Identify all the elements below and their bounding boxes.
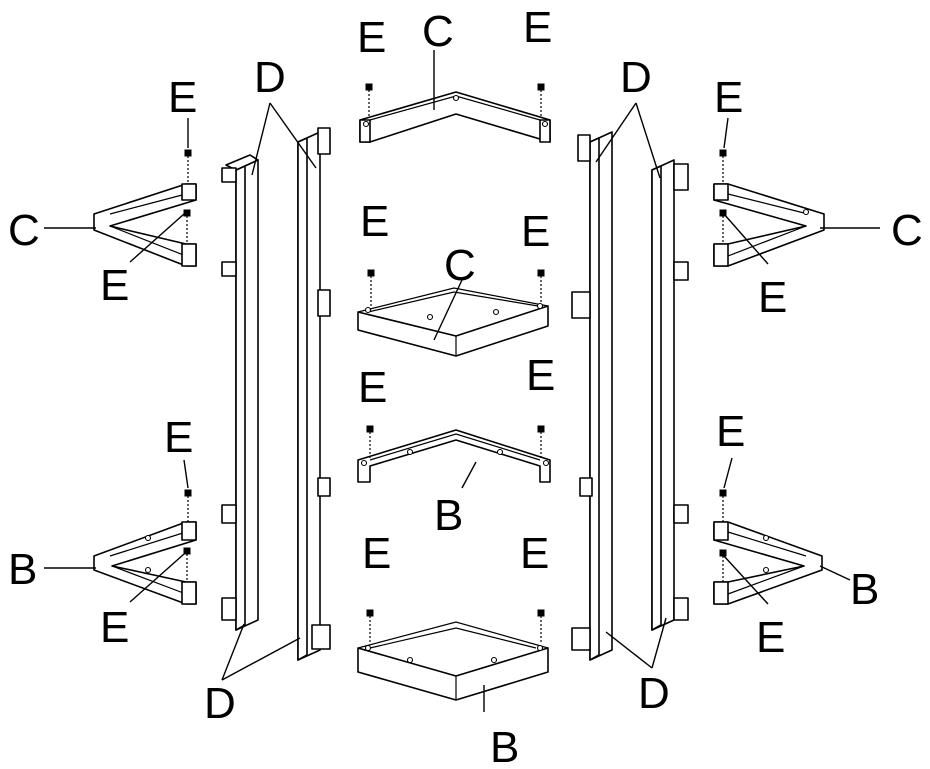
screw-icon [537, 609, 545, 644]
right-bracket-c [713, 183, 825, 267]
label-e: E [357, 13, 386, 62]
screw-icon [184, 489, 192, 522]
screw-icon [183, 547, 191, 582]
center-rail-b-bottom [357, 621, 549, 701]
label-e: E [521, 207, 550, 256]
screws [183, 83, 727, 644]
label-e: E [523, 3, 552, 52]
label-e: E [526, 351, 555, 400]
screw-icon [719, 489, 727, 522]
screw-icon [537, 269, 545, 304]
right-post-inner [571, 131, 613, 661]
label-e: E [168, 73, 197, 122]
left-bracket-b [93, 521, 197, 605]
left-bracket-c [93, 183, 197, 267]
label-c: C [8, 206, 40, 255]
label-e: E [100, 261, 129, 310]
label-d: D [620, 53, 652, 102]
left-post-outer [297, 127, 331, 661]
label-d: D [638, 669, 670, 718]
label-d: D [204, 679, 236, 728]
screw-icon [719, 149, 727, 184]
label-e: E [716, 407, 745, 456]
part-labels: E C E D D E E C C E E C E E E E E E B E … [8, 3, 923, 769]
label-e: E [520, 529, 549, 578]
label-e: E [362, 529, 391, 578]
screw-icon [184, 149, 192, 184]
center-rail-b-mid [357, 429, 551, 483]
label-c: C [444, 241, 476, 290]
screw-icon [719, 209, 727, 244]
right-post-outer [651, 159, 689, 631]
screw-icon [365, 83, 373, 116]
label-b: B [434, 491, 463, 540]
center-rail-c-mid [357, 287, 549, 357]
left-post-inner [221, 154, 259, 631]
label-e: E [714, 73, 743, 122]
label-e: E [100, 603, 129, 652]
screw-icon [366, 425, 374, 458]
label-e: E [756, 613, 785, 662]
screw-icon [537, 83, 545, 116]
label-b: B [490, 723, 519, 769]
screw-icon [367, 269, 375, 306]
right-bracket-b [713, 521, 823, 605]
label-b: B [8, 545, 37, 594]
label-c: C [891, 206, 923, 255]
center-rail-c-top [359, 91, 551, 143]
leader-lines [44, 50, 880, 712]
label-c: C [422, 7, 454, 56]
screw-icon [366, 609, 374, 644]
label-e: E [164, 413, 193, 462]
screw-icon [719, 549, 727, 582]
screw-icon [183, 209, 191, 244]
label-e: E [758, 273, 787, 322]
screw-icon [537, 425, 545, 458]
label-e: E [360, 197, 389, 246]
label-e: E [358, 363, 387, 412]
label-b: B [850, 565, 879, 614]
label-d: D [254, 53, 286, 102]
